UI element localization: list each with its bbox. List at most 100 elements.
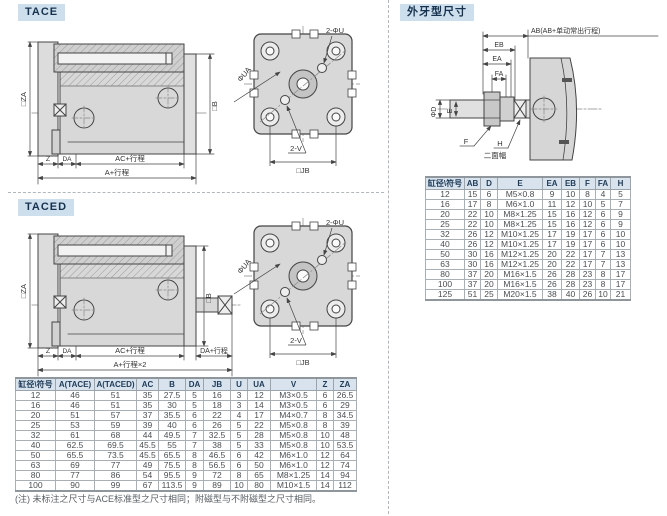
table-cell: 12 [316,450,334,461]
table-cell: 20 [425,209,465,220]
table-cell: 90 [55,480,95,492]
table-cell: 9 [185,480,204,492]
table-cell: 65.5 [158,450,186,461]
table-cell: 12 [579,209,596,220]
table-cell: 33 [247,440,271,451]
table-cell: 6 [185,410,204,421]
table-cell: 14 [316,470,334,481]
section-title-tace: TACE [18,4,66,21]
table-cell: M10×1.5 [270,480,317,492]
table-cell: 16 [203,390,231,401]
dim-label-eb: EB [494,42,504,49]
table-cell: 6 [595,239,611,250]
table-cell: 8 [316,420,334,431]
table-cell: 3 [230,400,248,411]
column-header: A(TACED) [94,377,137,391]
table-cell: 25 [425,219,465,230]
taced-side-view: □ZA □B Z DA AC+行程 DA+行程 A+行程×2 [19,233,241,377]
table-cell: 26 [203,420,231,431]
column-header: E [497,176,543,190]
table-cell: 4 [595,189,611,200]
table-cell: 5 [185,390,204,401]
table-cell: 32.5 [203,430,231,441]
table-cell: 19 [561,239,580,250]
table-cell: 16 [425,199,465,210]
table-cell: 17 [579,229,596,240]
dim-label-e: E [447,108,454,113]
table-cell: 28 [561,269,580,280]
table-cell: 7 [595,259,611,270]
table-cell: 55 [158,440,186,451]
table-cell: M12×1.25 [497,249,543,260]
table-cell: 5 [230,420,248,431]
table-cell: 69.5 [94,440,137,451]
table-cell: 49 [136,460,159,471]
table-cell: 14 [316,480,334,492]
table-cell: 13 [610,249,631,260]
table-cell: 32 [425,229,465,240]
table-cell: M8×1.25 [497,209,543,220]
column-header: 缸径\符号 [15,377,56,391]
table-cell: 17 [610,269,631,280]
table-cell: 20 [542,249,562,260]
table-cell: 13 [610,259,631,270]
table-cell: 38 [542,289,562,301]
dim-label-z: Z [46,348,51,355]
table-cell: 12 [480,239,498,250]
table-cell: 39 [136,420,159,431]
table-cell: 17 [464,199,481,210]
thread-view: AB(AB+单动常出行程) EB EA FA ΦD E F [431,26,659,161]
table-cell: 35 [136,400,159,411]
table-cell: M4×0.7 [270,410,317,421]
table-cell: 18 [203,400,231,411]
table-cell: M5×0.8 [270,430,317,441]
table-cell: 17 [542,239,562,250]
table-cell: 56.5 [203,460,231,471]
table-cell: 12 [15,390,56,401]
table-cell: 8 [316,410,334,421]
column-header: Z [316,377,334,391]
table-cell: 6 [185,420,204,431]
table-cell: 67 [136,480,159,492]
table-cell: 30 [464,259,481,270]
table-cell: 51 [94,400,137,411]
taced-drawing: □ZA □B Z DA AC+行程 DA+行程 A+行程×2 [19,218,360,377]
table-cell: 50 [247,460,271,471]
dim-label-da: DA [62,348,72,355]
table-cell: 16 [561,219,580,230]
dim-label-b: □B [210,101,219,111]
vertical-divider [388,0,389,514]
table-cell: 100 [15,480,56,492]
table-cell: 12 [480,229,498,240]
table-cell: 15 [542,219,562,230]
table-cell: M6×1.0 [270,460,317,471]
table-cell: 10 [316,440,334,451]
table-cell: 5 [610,189,631,200]
table-cell: 16 [15,400,56,411]
table-cell: 9 [185,470,204,481]
table-cell: 50 [425,249,465,260]
table-cell: 7 [185,440,204,451]
table-cell: 10 [316,430,334,441]
table-cell: 7 [185,430,204,441]
column-header: D [480,176,498,190]
table-cell: 20 [480,269,498,280]
table-cell: 26 [579,289,596,301]
table-cell: 45.5 [136,450,159,461]
table-cell: 26 [464,239,481,250]
table-cell: 100 [425,279,465,290]
table-cell: 14 [247,400,271,411]
table-cell: 29 [333,400,357,411]
horizontal-divider [8,192,384,193]
table-cell: 8 [185,460,204,471]
table-cell: 80 [425,269,465,280]
table-cell: M5×0.8 [270,420,317,431]
table-cell: M6×1.0 [497,199,543,210]
